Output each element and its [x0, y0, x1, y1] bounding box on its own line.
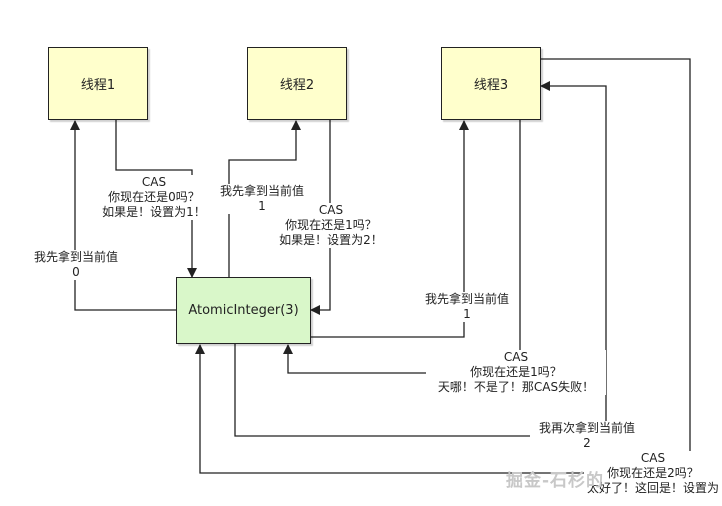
arrow-t3-cas-fail — [283, 120, 521, 374]
watermark: 掘金-石杉的 — [506, 471, 605, 491]
arrow-t2-cas — [310, 120, 331, 315]
arrow-t3-get — [311, 120, 469, 338]
label-t2-cas: CAS 你现在还是1吗？ 如果是！设置为2！ — [272, 203, 390, 248]
arrow-t1-cas — [115, 120, 197, 278]
label-t2-get: 我先拿到当前值 1 — [214, 184, 310, 214]
thread-1-label: 线程1 — [80, 78, 116, 93]
thread-1-box: 线程1 — [48, 47, 148, 120]
label-t3-get: 我先拿到当前值 1 — [417, 292, 517, 322]
arrow-t1-get — [70, 120, 176, 311]
label-t3-cas-ok: CAS 你现在还是2吗？ 太好了！这回是！设置为 — [584, 451, 722, 496]
label-t3-cas-fail: CAS 你现在还是1吗？ 天哪！不是了！那CAS失败！ — [426, 350, 606, 395]
label-t1-get: 我先拿到当前值 0 — [26, 250, 126, 280]
thread-2-label: 线程2 — [279, 78, 315, 93]
label-t1-cas: CAS 你现在还是0吗？ 如果是！设置为1！ — [96, 175, 212, 220]
thread-3-box: 线程3 — [441, 47, 541, 120]
thread-2-box: 线程2 — [247, 47, 347, 120]
arrow-t3-cas-ok — [195, 58, 691, 474]
arrow-t2-get — [228, 120, 301, 277]
atomic-integer-label: AtomicInteger(3) — [188, 303, 299, 318]
atomic-integer-box: AtomicInteger(3) — [176, 277, 311, 344]
label-t3-reget: 我再次拿到当前值 2 — [530, 421, 644, 451]
thread-3-label: 线程3 — [473, 78, 509, 93]
